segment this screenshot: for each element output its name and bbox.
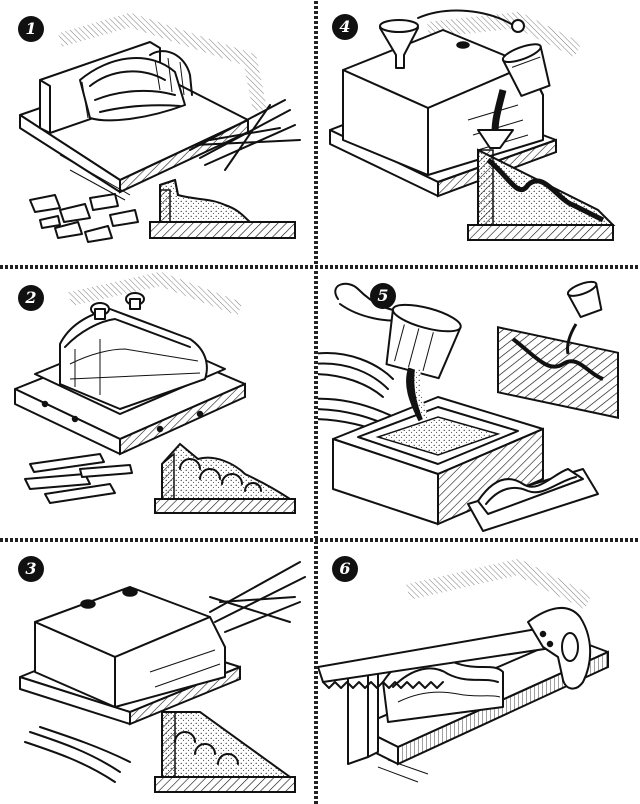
- horizontal-divider-bottom: [0, 538, 640, 542]
- step-3-panel: 3: [0, 542, 314, 804]
- horizontal-divider-top: [0, 265, 640, 269]
- step-5-drawing: [318, 280, 619, 532]
- step-6-badge: 6: [332, 556, 358, 582]
- step-2-drawing: [14, 271, 296, 514]
- step-4-badge: 4: [332, 14, 358, 40]
- step-2-panel: 2: [0, 269, 314, 538]
- step-5-badge: 5: [370, 283, 396, 309]
- step-4-drawing: [329, 9, 616, 241]
- step-3-drawing: [19, 561, 306, 793]
- step-6-drawing: [318, 558, 609, 783]
- step-2-badge: 2: [18, 285, 44, 311]
- step-1-badge: 1: [18, 16, 44, 42]
- step-1-drawing: [19, 12, 301, 243]
- step-1-panel: 1: [0, 0, 314, 265]
- step-5-panel: 5: [318, 269, 640, 538]
- vertical-divider: [314, 0, 318, 804]
- step-3-badge: 3: [18, 556, 44, 582]
- step-4-panel: 4: [318, 0, 640, 265]
- step-6-panel: 6: [318, 542, 640, 804]
